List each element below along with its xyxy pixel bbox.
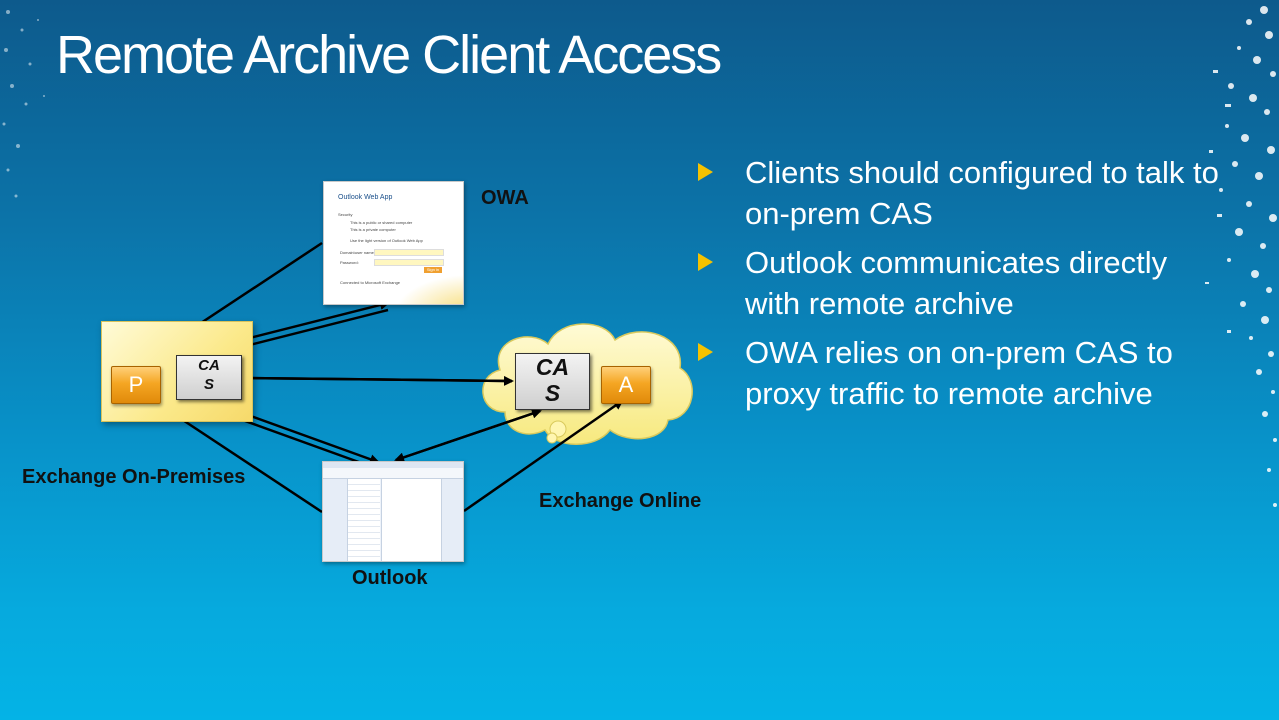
bullet-arrow-icon bbox=[698, 163, 713, 181]
arrow-outlook-to-archive bbox=[463, 399, 624, 513]
bullet-item: OWA relies on on-prem CAS to proxy traff… bbox=[697, 332, 1227, 414]
owa-password-input bbox=[374, 259, 444, 266]
decorative-dot-pattern bbox=[1205, 6, 1277, 507]
arrow-cloud-cas-to-outlook bbox=[394, 409, 541, 463]
owa-label: OWA bbox=[481, 187, 529, 209]
cas-label-line2: S bbox=[203, 376, 214, 393]
owa-brand: Outlook Web App bbox=[338, 194, 393, 201]
exchange-online-label: Exchange Online bbox=[539, 490, 702, 512]
owa-password-label: Password: bbox=[340, 260, 359, 265]
outlook-label: Outlook bbox=[352, 567, 428, 589]
owa-option-private: This is a private computer bbox=[350, 227, 396, 232]
outlook-folder-pane bbox=[323, 479, 348, 561]
bullet-arrow-icon bbox=[698, 253, 713, 271]
bullet-item: Clients should configured to talk to on-… bbox=[697, 152, 1227, 234]
outlook-todo-bar bbox=[441, 479, 463, 561]
onprem-cas-server: CA S bbox=[176, 355, 242, 400]
bullet-text: Clients should configured to talk to on-… bbox=[745, 155, 1219, 231]
online-cas-server: CA S bbox=[515, 353, 590, 410]
outlook-screenshot bbox=[322, 461, 464, 562]
owa-option-public: This is a public or shared computer bbox=[350, 220, 413, 225]
owa-security-label: Security bbox=[338, 212, 353, 217]
owa-domain-input bbox=[374, 249, 444, 256]
owa-swoosh bbox=[394, 274, 463, 304]
outlook-titlebar bbox=[323, 462, 463, 468]
outlook-reading-pane bbox=[381, 479, 442, 561]
owa-signin-button: Sign in bbox=[424, 267, 442, 273]
owa-option-light: Use the light version of Outlook Web App bbox=[350, 238, 423, 243]
bullet-text: OWA relies on on-prem CAS to proxy traff… bbox=[745, 335, 1173, 411]
archive-mailbox-icon: A bbox=[601, 366, 651, 404]
owa-footer: Connected to Microsoft Exchange bbox=[340, 280, 401, 285]
bullet-text: Outlook communicates directly with remot… bbox=[745, 245, 1168, 321]
primary-mailbox-icon: P bbox=[111, 366, 161, 404]
bullet-arrow-icon bbox=[698, 343, 713, 361]
outlook-ribbon bbox=[323, 468, 463, 479]
cas-label-line1: CA bbox=[198, 357, 220, 374]
bullet-item: Outlook communicates directly with remot… bbox=[697, 242, 1227, 324]
cas-label-line1: CA bbox=[535, 354, 570, 380]
owa-screenshot: Outlook Web App Security This is a publi… bbox=[323, 181, 464, 305]
bullet-list: Clients should configured to talk to on-… bbox=[697, 152, 1227, 422]
arrow-cloud-cas-to-cas bbox=[243, 373, 513, 384]
slide-title: Remote Archive Client Access bbox=[56, 25, 722, 85]
exchange-onprem-label: Exchange On-Premises bbox=[22, 466, 246, 488]
cas-label-line2: S bbox=[544, 380, 561, 406]
owa-domain-label: Domain\user name: bbox=[340, 250, 375, 255]
decorative-dot-pattern-left bbox=[2, 10, 45, 198]
outlook-message-list bbox=[348, 479, 380, 561]
